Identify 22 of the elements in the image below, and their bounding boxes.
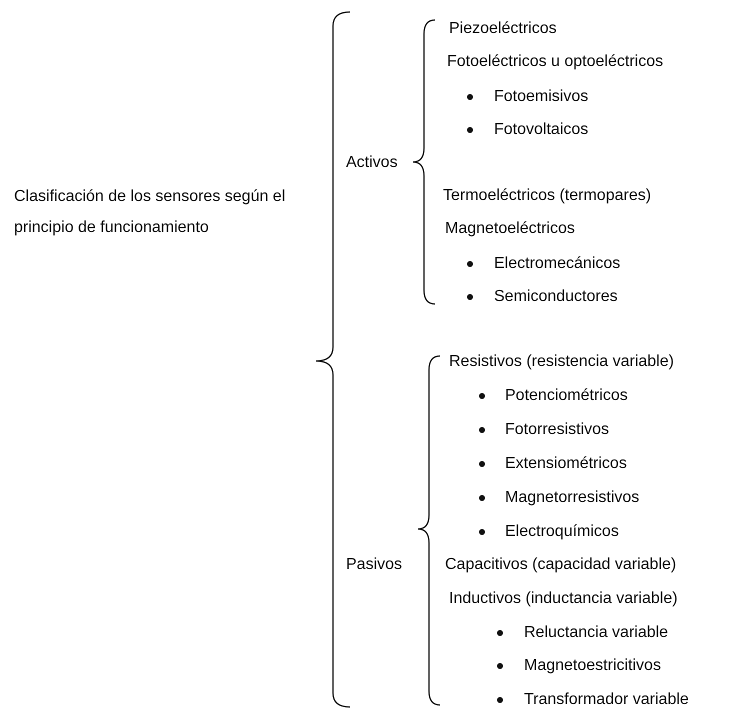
category-text: Fotoeléctricos u optoeléctricos [447,52,664,72]
category-text: Termoeléctricos (termopares) [443,186,652,206]
category-text: Reluctancia variable [524,623,668,643]
category-text: Fotorresistivos [505,420,610,440]
category-text: Extensiométricos [505,454,627,474]
category-text: Electromecánicos [494,254,620,274]
category-text: Electroquímicos [505,522,619,542]
category-text: Magnetoeléctricos [445,219,575,239]
category-text: Pasivos [346,555,402,575]
category-text: Activos [346,153,398,173]
category-text: Magnetorresistivos [505,488,640,508]
root-category-text: Clasificación de los sensores según el principio de funcionamiento [14,187,286,238]
category-text: Piezoeléctricos [449,19,557,39]
category-text: Resistivos (resistencia variable) [449,352,674,372]
category-text: Fotoemisivos [494,87,588,107]
category-text: Potenciométricos [505,386,628,406]
category-text: Capacitivos (capacidad variable) [445,555,676,575]
category-text: Transformador variable [524,690,689,710]
category-text: Fotovoltaicos [494,120,588,140]
category-text: Semiconductores [494,287,618,307]
category-text: Inductivos (inductancia variable) [449,589,678,609]
category-text: Magnetoestricitivos [524,656,661,676]
